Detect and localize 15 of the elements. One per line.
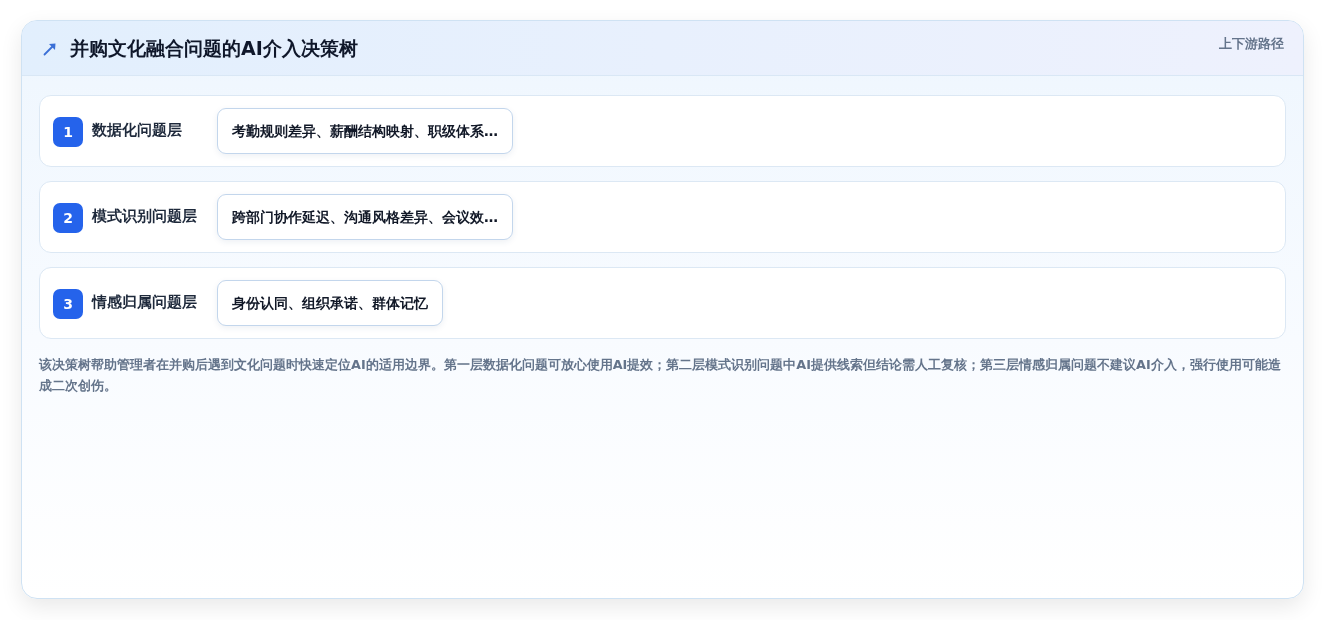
layer-label: 情感归属问题层: [92, 294, 197, 312]
example-box: 考勤规则差异、薪酬结构映射、职级体系…: [217, 108, 513, 154]
layer-label: 模式识别问题层: [92, 208, 197, 226]
caption: 该决策树帮助管理者在并购后遇到文化问题时快速定位AI的适用边界。第一层数据化问题可放心使用AI提效；第二层模式识别问题中AI提供线索但结论需人工复核；第三层情感归属问题不建议AI介入，强行使用可能造成二次创伤。: [39, 356, 1282, 395]
example-box: 跨部门协作延迟、沟通风格差异、会议效…: [217, 194, 513, 240]
example-box: 身份认同、组织承诺、群体记忆: [217, 280, 443, 326]
number-badge: 3: [53, 289, 83, 319]
header-note: 上下游路径: [1219, 36, 1284, 51]
number-badge: 2: [53, 203, 83, 233]
title: 并购文化融合问题的AI介入决策树: [70, 36, 358, 60]
layer-label: 数据化问题层: [92, 122, 182, 140]
layer-band: [39, 181, 1286, 253]
number-badge: 1: [53, 117, 83, 147]
layer-band: [39, 95, 1286, 167]
layer-band: [39, 267, 1286, 339]
